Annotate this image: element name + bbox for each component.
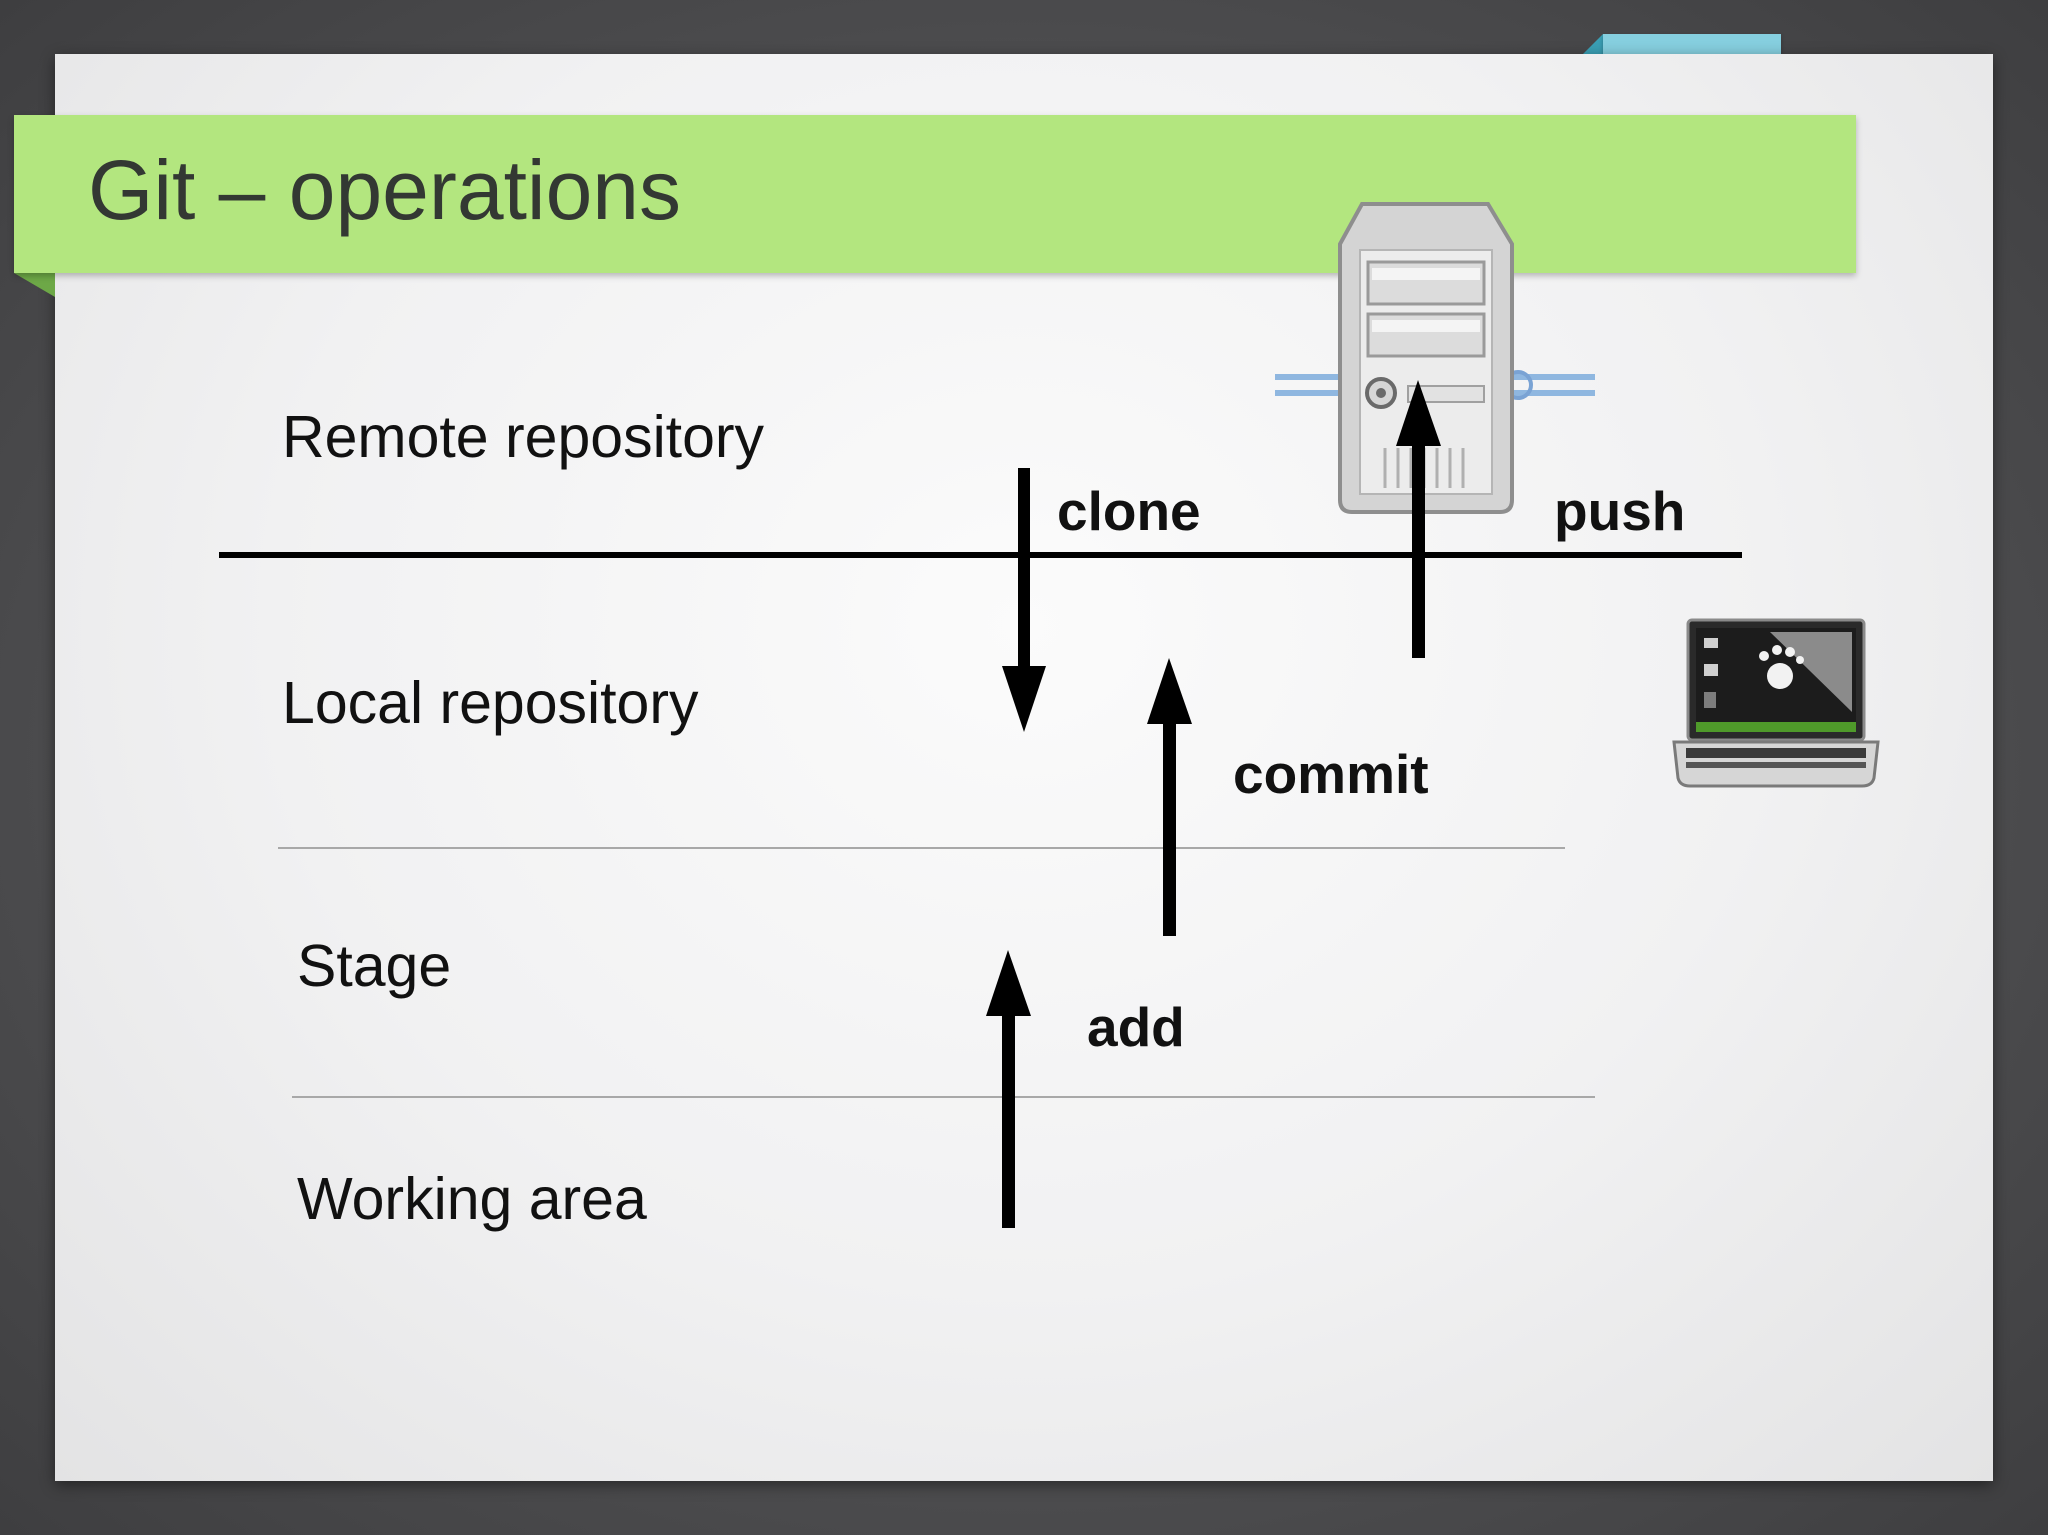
title-bar-fold (14, 273, 55, 297)
push-label: push (1554, 480, 1686, 542)
laptop-icon (1672, 618, 1880, 788)
push-arrow (1396, 380, 1441, 658)
clone-arrow (1002, 468, 1046, 732)
local-stage-divider (278, 847, 1565, 849)
accent-tab-fold (1582, 34, 1603, 55)
working-area-label: Working area (297, 1166, 647, 1232)
local-repository-label: Local repository (282, 670, 699, 736)
slide (55, 54, 1993, 1481)
remote-local-divider (219, 552, 1742, 558)
slide-title: Git – operations (88, 143, 682, 237)
server-icon (1275, 202, 1595, 514)
add-arrow (986, 950, 1031, 1228)
add-label: add (1087, 996, 1185, 1058)
commit-label: commit (1233, 743, 1429, 805)
clone-label: clone (1057, 480, 1201, 542)
stage-label: Stage (297, 933, 452, 999)
remote-repository-label: Remote repository (282, 404, 765, 470)
commit-arrow (1147, 658, 1192, 936)
stage-working-divider (292, 1096, 1595, 1098)
title-bar (14, 115, 1856, 273)
